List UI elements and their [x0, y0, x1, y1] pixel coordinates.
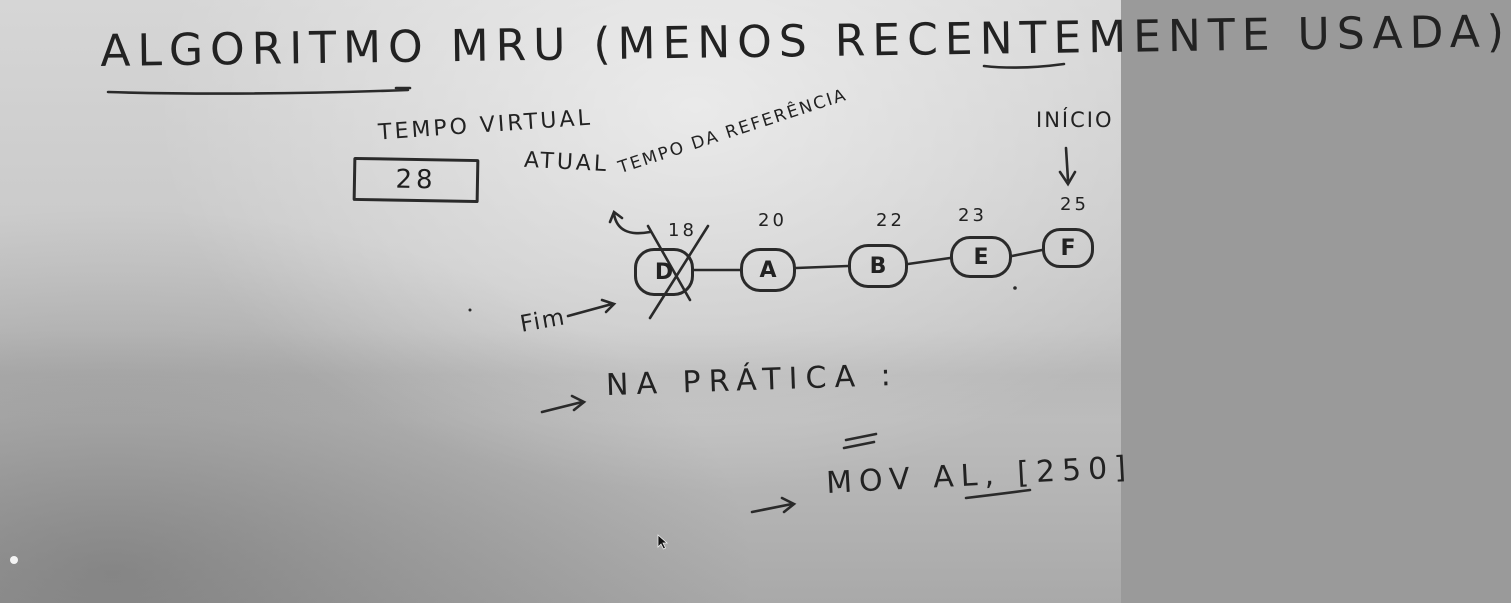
ref-time-e: 23 [958, 205, 987, 226]
page-node-b: B [848, 244, 908, 288]
glare-spot [10, 556, 18, 564]
link-e-f [1010, 248, 1044, 258]
pratica-arrow-head [570, 394, 587, 412]
inicio-arrow [1064, 146, 1070, 182]
double-mark-1 [844, 432, 878, 442]
bracket-underline [964, 488, 1032, 500]
ref-arrow [612, 212, 652, 235]
page-node-a: A [740, 248, 796, 292]
usada-underline [982, 62, 1066, 69]
pen-strokes [10, 62, 1077, 564]
ref-time-d: 18 [668, 220, 697, 241]
link-a-b [794, 264, 850, 270]
inicio-arrow-head [1058, 170, 1077, 187]
inicio-label: INÍCIO [1036, 108, 1114, 132]
page-node-f: F [1042, 228, 1094, 268]
fim-arrow [566, 302, 614, 318]
virtual-time-value: 28 [395, 164, 437, 196]
cross-out-d-2 [648, 224, 710, 320]
mov-arrow-head [780, 496, 797, 514]
virtual-time-box: 28 [352, 156, 480, 204]
link-b-e [906, 256, 952, 266]
ink-dot [1013, 286, 1017, 290]
page-node-d: D [634, 248, 694, 296]
mov-arrow [750, 502, 794, 514]
mouse-pointer-icon [657, 534, 669, 550]
title-underline [106, 88, 410, 95]
ref-time-b: 22 [876, 210, 905, 231]
fim-arrow-head [600, 298, 617, 314]
page-node-e: E [950, 236, 1012, 278]
ref-arrow-head [608, 209, 624, 224]
board-shading [0, 330, 1121, 420]
atual-label: ATUAL [523, 147, 610, 178]
pratica-arrow [540, 400, 584, 414]
double-mark-2 [842, 440, 876, 450]
ref-time-f: 25 [1060, 194, 1089, 215]
ink-dot [468, 308, 472, 312]
ref-time-a: 20 [758, 210, 787, 231]
